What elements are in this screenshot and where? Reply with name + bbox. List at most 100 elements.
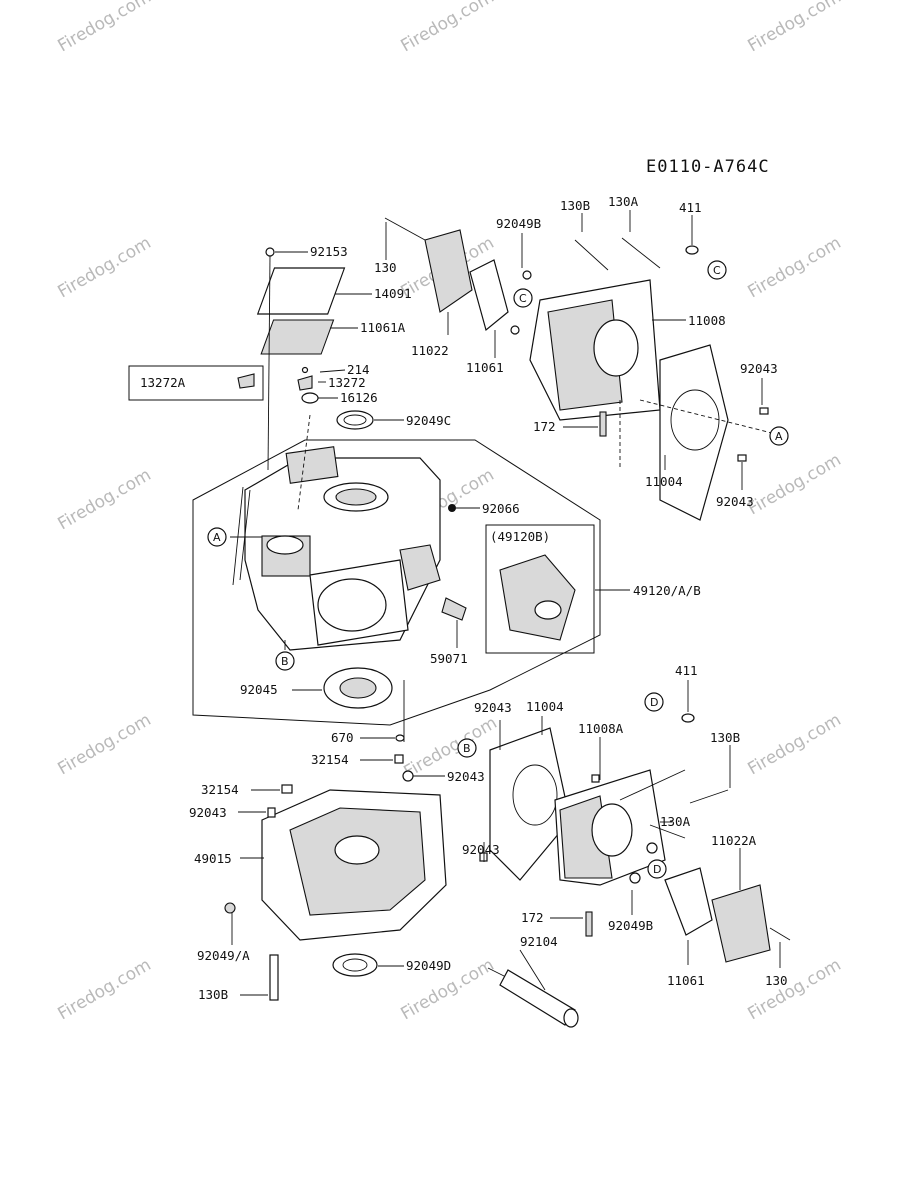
diagram-code: E0110-A764C — [646, 157, 770, 177]
label-92153: 92153 — [310, 244, 348, 259]
label-130A-bottom: 130A — [660, 814, 691, 829]
plug-92066 — [448, 504, 456, 512]
box-49120B — [485, 524, 595, 654]
bolt-130B-top — [574, 239, 609, 271]
label-172-top: 172 — [533, 419, 556, 434]
callout-A-left — [207, 527, 227, 547]
plate-11061A — [260, 319, 335, 355]
callout-circles: C C A A B D B D — [207, 260, 789, 879]
valve-cover-11022 — [424, 229, 473, 313]
watermark: Firedog.com — [55, 710, 155, 779]
pin-32154-b — [394, 754, 404, 764]
crankcase-cover-49015 — [261, 789, 447, 941]
callout-D-bottom — [647, 859, 667, 879]
label-49015: 49015 — [194, 851, 232, 866]
label-92043-b1: 92043 — [474, 700, 512, 715]
dowel-92043-l — [267, 807, 276, 818]
bracket-13272 — [297, 375, 313, 391]
label-92049B-bottom: 92049B — [608, 918, 653, 933]
label-92049B-top: 92049B — [496, 216, 541, 231]
svg-text:A: A — [213, 531, 221, 544]
label-411-bottom: 411 — [675, 663, 698, 678]
dowel-92043-r1 — [759, 407, 769, 415]
label-16126: 16126 — [340, 390, 378, 405]
bolt-130B-bottom2 — [689, 789, 729, 804]
label-172-bottom: 172 — [521, 910, 544, 925]
label-92049A: 92049/A — [197, 948, 250, 963]
label-11022: 11022 — [411, 343, 449, 358]
label-670: 670 — [331, 730, 354, 745]
filter-59071 — [441, 597, 467, 621]
watermark: Firedog.com — [745, 0, 845, 56]
washer-411-top — [685, 245, 699, 255]
cylinder-head-11008A — [554, 769, 666, 886]
plate-16126 — [301, 392, 319, 404]
label-411-top: 411 — [679, 200, 702, 215]
label-32154-b: 32154 — [311, 752, 349, 767]
label-11061-top: 11061 — [466, 360, 504, 375]
part-labels: 92153 14091 11061A 130 11022 92049B 1106… — [140, 194, 788, 1002]
label-92043-r2: 92043 — [716, 494, 754, 509]
watermark: Firedog.com — [745, 710, 845, 779]
svg-text:A: A — [775, 430, 783, 443]
label-11022A: 11022A — [711, 833, 757, 848]
dowel-92043-mid — [402, 770, 414, 782]
gasket-14091 — [256, 267, 346, 315]
label-59071: 59071 — [430, 651, 468, 666]
label-92104: 92104 — [520, 934, 558, 949]
callout-A-top — [769, 426, 789, 446]
label-92043-mid: 92043 — [447, 769, 485, 784]
label-13272: 13272 — [328, 375, 366, 390]
label-92043-l: 92043 — [189, 805, 227, 820]
crankcase-outline — [192, 439, 601, 726]
watermark: Firedog.com — [745, 233, 845, 302]
label-11004-top: 11004 — [645, 474, 683, 489]
label-92043-r1: 92043 — [740, 361, 778, 376]
pin-32154-a — [281, 784, 293, 794]
cylinder-head-11008 — [510, 270, 661, 421]
callout-C-mid — [513, 288, 533, 308]
label-11008: 11008 — [688, 313, 726, 328]
label-11008A: 11008A — [578, 721, 624, 736]
label-11004-bottom: 11004 — [526, 699, 564, 714]
seal-92049B-bottom — [646, 842, 658, 854]
dowel-92043-r2 — [737, 454, 747, 462]
watermark: Firedog.com — [55, 955, 155, 1024]
spring-172-top — [599, 411, 607, 437]
svg-text:D: D — [650, 696, 658, 709]
callout-C-top — [707, 260, 727, 280]
box-13272A — [128, 365, 264, 401]
gasket-11061-bottom — [664, 867, 713, 936]
spring-172-bottom — [585, 911, 593, 937]
gasket-11061 — [469, 259, 509, 332]
label-92066: 92066 — [482, 501, 520, 516]
svg-text:B: B — [281, 655, 289, 668]
watermarks: Firedog.com Firedog.com Firedog.com Fire… — [55, 0, 845, 1024]
seal-92049C — [336, 410, 374, 430]
leader-lines — [230, 210, 781, 996]
seal-92049A — [224, 902, 236, 914]
label-92049D: 92049D — [406, 958, 451, 973]
label-32154-a: 32154 — [201, 782, 239, 797]
label-130B-bottom2: 130B — [710, 730, 740, 745]
label-130-bottom: 130 — [765, 973, 788, 988]
label-92045: 92045 — [240, 682, 278, 697]
valve-cover-11022A — [711, 884, 771, 963]
breather-cover-group — [256, 217, 509, 471]
label-130-top: 130 — [374, 260, 397, 275]
seal-92049B-bottom2 — [629, 872, 641, 884]
washer-411-bottom — [681, 713, 695, 723]
plug-670 — [395, 734, 405, 742]
svg-text:C: C — [713, 264, 721, 277]
bracket-13272A — [237, 373, 255, 389]
watermark: Firedog.com — [55, 465, 155, 534]
svg-text:B: B — [463, 742, 471, 755]
dowel-92043-b2 — [479, 852, 488, 862]
bolt-92153 — [265, 247, 275, 257]
bolt-130A-top — [621, 237, 661, 269]
label-13272A: 13272A — [140, 375, 186, 390]
watermark: Firedog.com — [55, 0, 155, 56]
label-11061-bottom: 11061 — [667, 973, 705, 988]
pin-214 — [301, 366, 309, 374]
